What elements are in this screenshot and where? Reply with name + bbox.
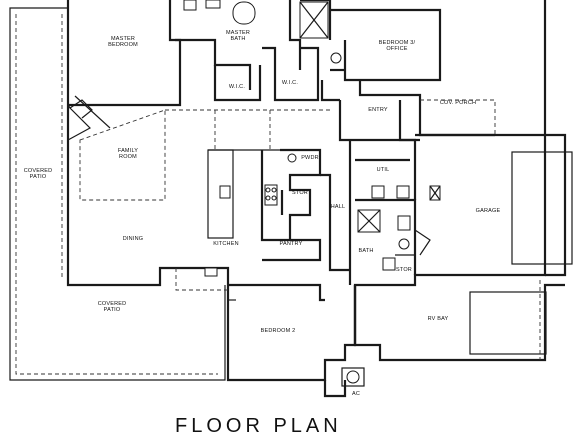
- room-label-stor-top: STOR: [292, 190, 308, 196]
- room-label-util: UTIL: [377, 167, 390, 173]
- room-label-cov-porch: COV. PORCH: [440, 100, 476, 106]
- bedroom2-walls: [228, 283, 325, 302]
- room-label-hall: HALL: [331, 204, 346, 210]
- bedroom3-walls: [320, 8, 442, 102]
- core-walls: [262, 148, 350, 272]
- plan-title: FLOOR PLAN: [175, 415, 342, 432]
- ac-unit: [341, 367, 365, 387]
- entry-porch-walls: [338, 80, 496, 142]
- room-label-pantry: PANTRY: [279, 241, 302, 247]
- room-label-bath: BATH: [358, 248, 373, 254]
- room-label-wic-right: W.I.C.: [282, 80, 298, 86]
- room-label-bedroom3: BEDROOM 3/OFFICE: [379, 40, 416, 52]
- family-room-walls: [67, 104, 330, 201]
- room-label-garage: GARAGE: [476, 208, 501, 214]
- room-label-kitchen: KITCHEN: [213, 241, 239, 247]
- covered-patio-left-outline: [9, 0, 226, 381]
- room-label-rv-bay: RV BAY: [428, 316, 449, 322]
- room-label-ac: AC: [352, 391, 360, 397]
- utility-bath-walls: [348, 138, 431, 285]
- rv-bay-walls: [353, 280, 565, 362]
- room-label-entry: ENTRY: [368, 107, 388, 113]
- room-label-dining: DINING: [123, 236, 143, 242]
- room-label-stor-bottom: STOR: [396, 267, 412, 273]
- room-label-wic-left: W.I.C.: [229, 84, 245, 90]
- master-suite-walls: [68, 0, 342, 129]
- kitchen-walls: [175, 149, 300, 291]
- room-label-bedroom2: BEDROOM 2: [261, 328, 296, 334]
- exterior-walls: [66, 0, 547, 398]
- room-label-pwdr: PWDR: [301, 155, 319, 161]
- garage-walls: [415, 133, 573, 277]
